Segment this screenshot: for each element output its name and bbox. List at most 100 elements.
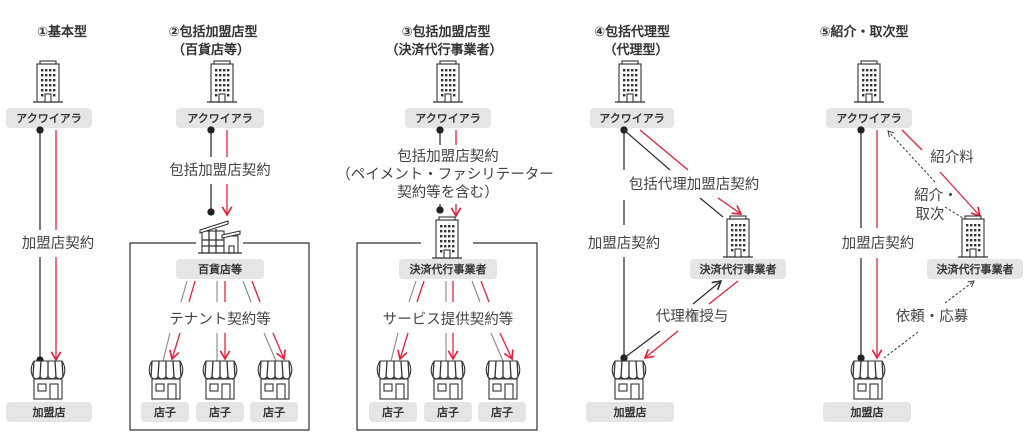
- tenant-label: 店子: [209, 405, 231, 419]
- request-apply-label: 依頼・応募: [896, 308, 969, 325]
- fee-line: [901, 129, 923, 151]
- acquirer-label: アクワイアラ: [599, 112, 664, 125]
- authority-payment-line: [708, 280, 739, 305]
- merchant-label: 加盟店: [32, 405, 66, 419]
- acquirer-label-box: [6, 108, 92, 128]
- agency-payment-line: [639, 129, 689, 171]
- agency-contract-line: [699, 197, 724, 218]
- sub-contract-line: [490, 332, 504, 362]
- tenant-label-box: [141, 402, 189, 422]
- sub-contract-line: [471, 280, 481, 303]
- merchant-store-icon: [30, 360, 66, 400]
- tenant-label-box: [250, 402, 298, 422]
- column-subtitle: （決済代行事業者）: [385, 42, 502, 58]
- referral-label: 取次: [916, 206, 945, 223]
- merchant-label-box: [6, 402, 92, 422]
- acquirer-label-box: [176, 108, 264, 128]
- column-title: ②包括加盟店型: [168, 24, 257, 40]
- service-contract-label: サービス提供契約等: [383, 310, 514, 328]
- column-referral: ⑤紹介・取次型 アクワイアラ 加盟店契約 紹介料 紹介・ 取次 決済代行事業者 …: [819, 24, 1023, 422]
- acquirer-label-box: [826, 108, 912, 128]
- referral-line: [944, 206, 967, 221]
- group-frame: [129, 242, 310, 431]
- authority-grant-label: 代理権授与: [656, 308, 729, 325]
- sub-contract-line: [390, 332, 399, 362]
- column-title: ④包括代理型: [594, 24, 670, 40]
- column-title: ⑤紹介・取次型: [819, 24, 908, 40]
- sub-payment-line: [251, 280, 261, 303]
- tenant-label: 店子: [263, 405, 285, 419]
- authority-payment-arrow: [643, 330, 679, 360]
- agent-label-box: [927, 259, 1023, 279]
- blanket-contract-label: 包括加盟店契約: [397, 148, 499, 165]
- department-store-icon: [197, 220, 243, 254]
- authority-arrow: [692, 279, 723, 305]
- acquirer-building-icon: [614, 60, 646, 103]
- tenant-store-icon: [430, 360, 466, 400]
- tenant-store-icon: [148, 360, 184, 400]
- merchant-label-box: [823, 402, 911, 422]
- merchant-contract-label: 加盟店契約: [842, 235, 915, 252]
- request-line: [883, 331, 919, 359]
- tenant-label-box: [478, 402, 526, 422]
- merchant-label: 加盟店: [850, 405, 884, 419]
- acquirer-building-icon: [206, 60, 238, 103]
- sub-payment-line: [188, 280, 196, 303]
- sub-payment-arrow: [169, 332, 181, 361]
- acquirer-label: アクワイアラ: [16, 112, 81, 125]
- blanket-contract-label: （ペイメント・ファシリテーター: [336, 166, 554, 183]
- acquirer-label: アクワイアラ: [836, 112, 901, 125]
- facilitator-label: 決済代行事業者: [410, 262, 487, 276]
- agent-building-icon: [722, 215, 754, 258]
- sub-payment-arrow: [272, 332, 286, 361]
- fee-arrow: [939, 171, 982, 218]
- column-title: ③包括加盟店型: [401, 24, 490, 40]
- referral-fee-label: 紹介料: [930, 149, 974, 166]
- tenant-contract-label: テナント契約等: [169, 310, 271, 328]
- sub-contract-line: [263, 332, 277, 362]
- agent-label-box: [690, 259, 786, 279]
- merchant-contract-label: 加盟店契約: [588, 235, 661, 252]
- merchant-store-icon: [850, 360, 886, 400]
- acquirer-label: アクワイアラ: [187, 112, 252, 125]
- agency-contract-line: [623, 129, 671, 171]
- column-dept-store: ②包括加盟店型 （百貨店等） アクワイアラ 包括加盟店契約 百貨店等 テナント契…: [129, 24, 310, 431]
- referral-label: 紹介・: [914, 187, 958, 204]
- acquirer-label-box: [405, 108, 491, 128]
- column-agency: ④包括代理型 （代理型） アクワイアラ 包括代理加盟店契約 加盟店契約 決済代行…: [586, 24, 786, 422]
- blanket-contract-label: 包括加盟店契約: [169, 162, 271, 179]
- tenant-label: 店子: [437, 405, 459, 419]
- agency-payment-arrow: [717, 197, 743, 215]
- agent-label: 決済代行事業者: [937, 262, 1014, 276]
- sub-contract-line: [162, 332, 171, 362]
- sub-payment-arrow: [397, 332, 409, 361]
- tenant-label-box: [196, 402, 244, 422]
- request-arrow: [944, 280, 975, 304]
- dept-store-label-box: [176, 259, 264, 279]
- column-title: ①基本型: [37, 24, 87, 40]
- sub-contract-line: [408, 280, 417, 303]
- authority-line: [623, 330, 661, 359]
- acquirer-label: アクワイアラ: [415, 112, 480, 125]
- merchant-label-box: [586, 402, 674, 422]
- tenant-store-icon: [376, 360, 412, 400]
- agent-label: 決済代行事業者: [700, 262, 777, 276]
- sub-contract-line: [242, 280, 252, 303]
- acquirer-building-icon: [432, 60, 464, 103]
- tenant-store-icon: [257, 360, 293, 400]
- agent-building-icon: [957, 215, 989, 258]
- dept-store-label: 百貨店等: [198, 262, 242, 276]
- tenant-label-box: [369, 402, 417, 422]
- tenant-label: 店子: [154, 405, 176, 419]
- sub-payment-line: [480, 280, 490, 303]
- group-frame: [356, 242, 538, 431]
- acquirer-building-icon: [853, 60, 885, 103]
- merchant-store-icon: [611, 360, 647, 400]
- tenant-label: 店子: [382, 405, 404, 419]
- acquirer-label-box: [590, 108, 674, 128]
- tenant-label: 店子: [491, 405, 513, 419]
- column-payment-facilitator: ③包括加盟店型 （決済代行事業者） アクワイアラ 包括加盟店契約 （ペイメント・…: [336, 24, 554, 431]
- merchant-label: 加盟店: [613, 405, 647, 419]
- agency-contract-label: 包括代理加盟店契約: [629, 176, 760, 193]
